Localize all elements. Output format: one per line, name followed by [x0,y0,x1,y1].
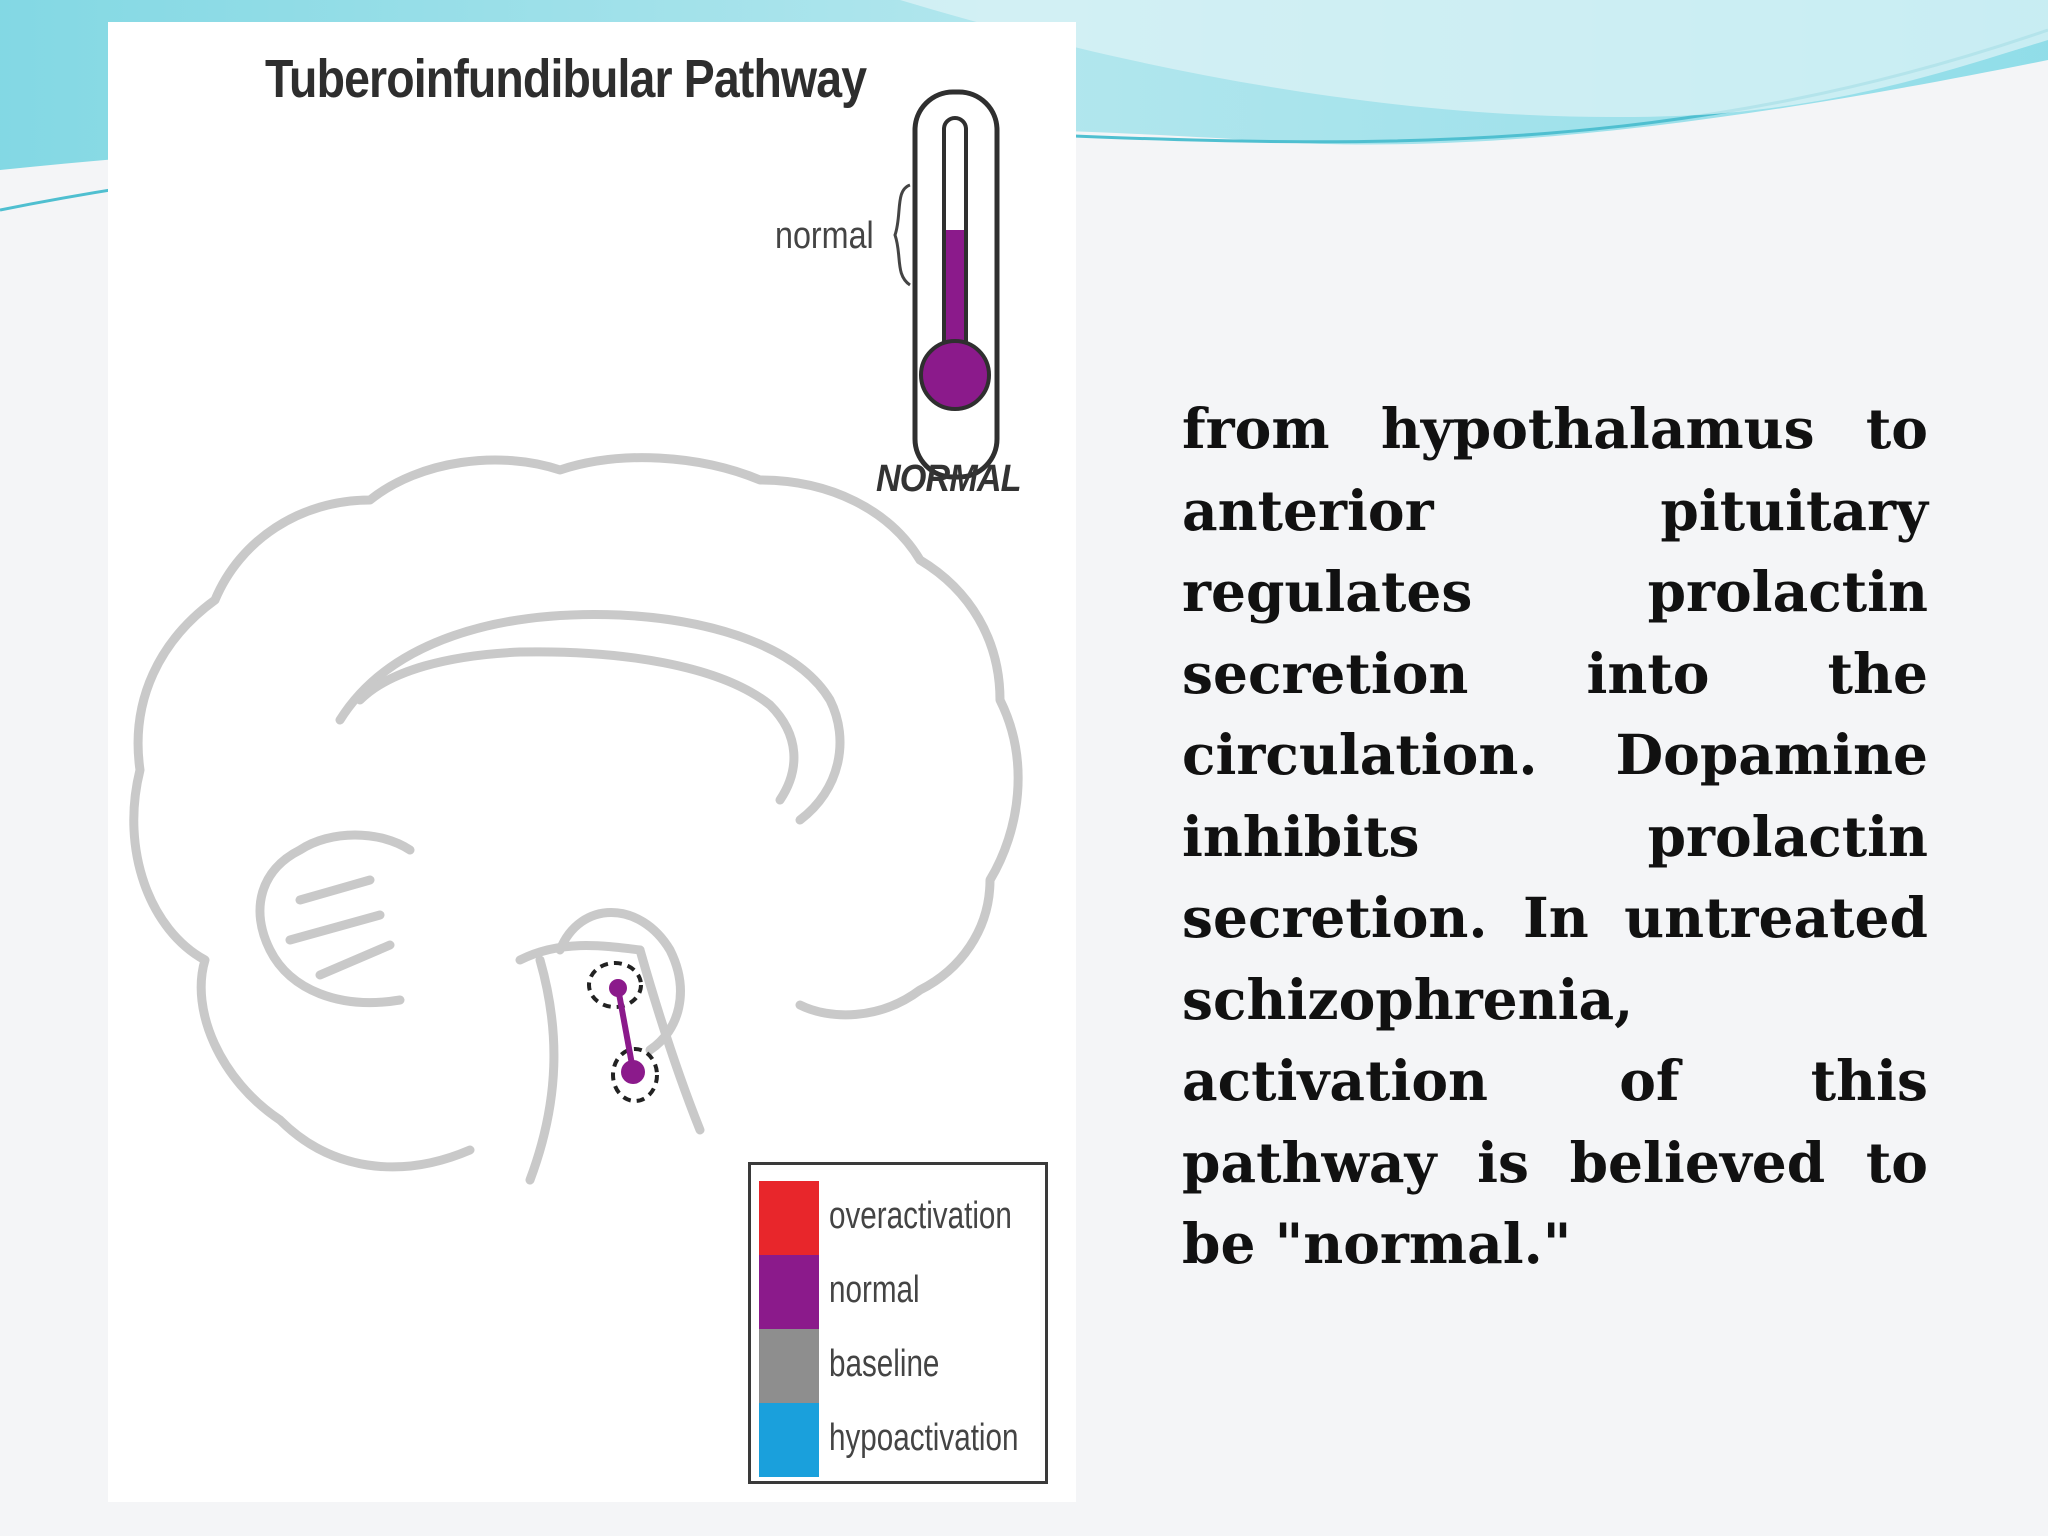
pituitary-marker [611,1047,659,1103]
legend-item-overactivation: overactivation [759,1181,1044,1255]
legend-swatch [759,1329,819,1403]
thermometer-bulb [919,339,991,411]
legend-swatch [759,1255,819,1329]
legend-swatch [759,1181,819,1255]
hypothalamus-marker [587,961,643,1009]
corpus-callosum [335,610,845,825]
hypothalamus-outline [555,908,685,1055]
pathway-origin [609,979,627,997]
legend-label: overactivation [829,1195,1012,1237]
legend-label: hypoactivation [829,1417,1019,1459]
cerebellum [255,830,415,1008]
slide-body-text: from hypothalamus to anterior pituitary … [1182,396,1928,1276]
legend-item-hypoactivation: hypoactivation [759,1403,1044,1477]
thermometer-brace [893,183,911,287]
legend-item-baseline: baseline [759,1329,1044,1403]
activation-legend: overactivation normal baseline hypoactiv… [748,1162,1048,1484]
brain-outline [129,453,1023,1172]
thermometer-caption: NORMAL [876,458,1022,500]
tuberoinfundibular-pathway [615,987,636,1071]
thermometer-level [946,230,964,370]
thermometer-range-label: normal [775,215,874,257]
legend-label: normal [829,1269,920,1311]
pathway-terminal [621,1060,645,1084]
legend-item-normal: normal [759,1255,1044,1329]
figure-title: Tuberoinfundibular Pathway [265,49,867,109]
legend-swatch [759,1403,819,1477]
legend-label: baseline [829,1343,940,1385]
brainstem [525,945,705,1185]
